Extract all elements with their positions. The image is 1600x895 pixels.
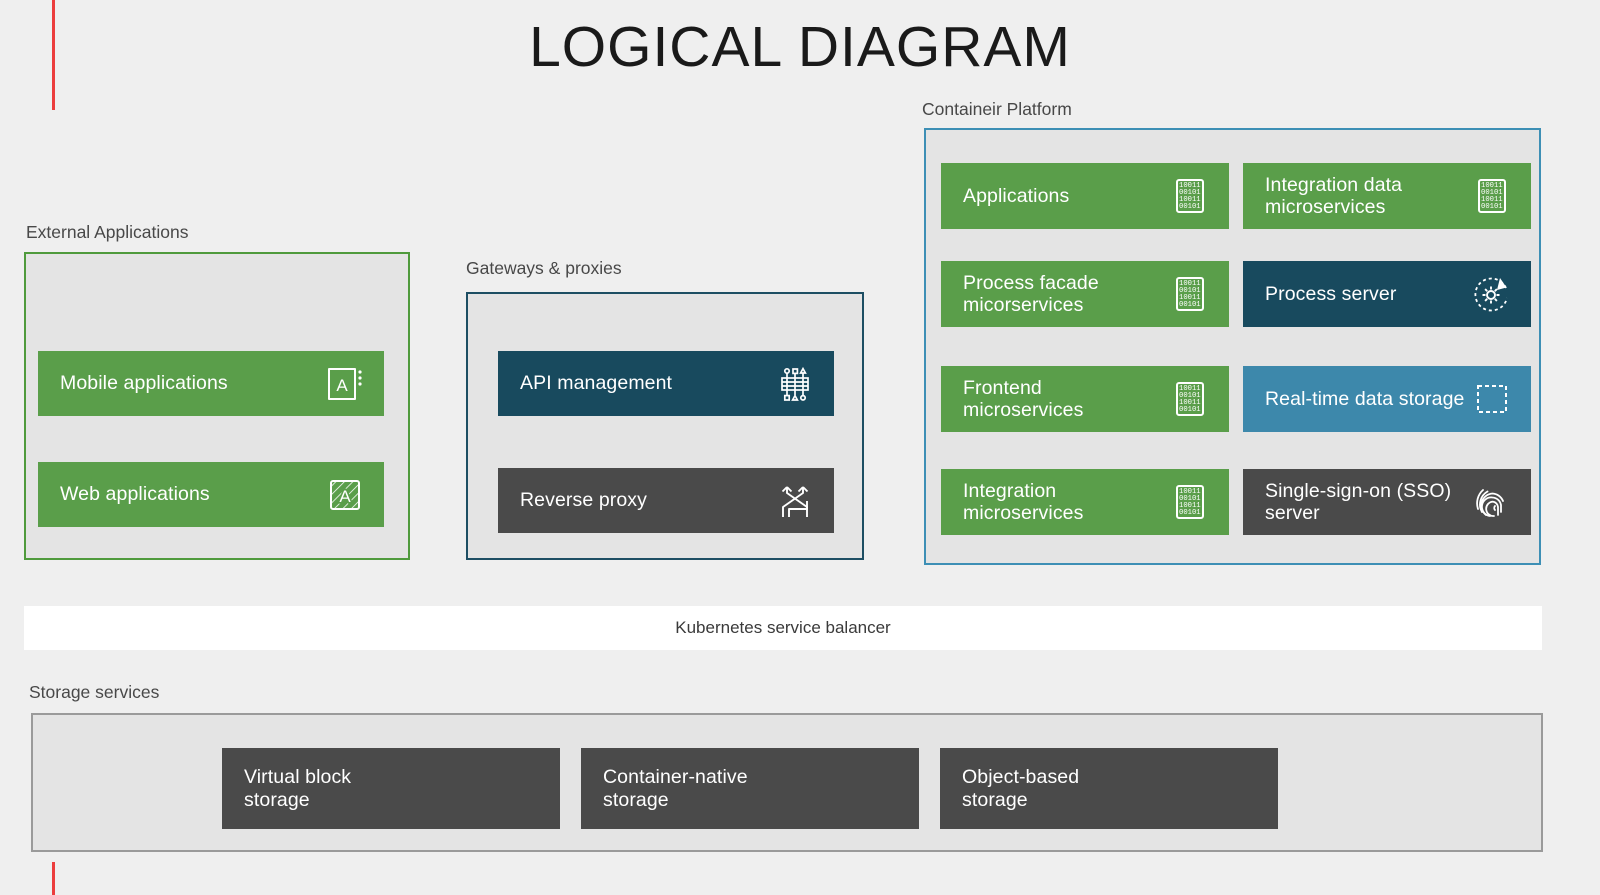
svg-text:10011: 10011 — [1179, 280, 1201, 288]
node-object-based-storage[interactable]: Object-based storage — [940, 748, 1278, 829]
svg-text:00101: 00101 — [1179, 495, 1201, 503]
svg-text:10011: 10011 — [1179, 294, 1201, 302]
node-virtual-block-storage[interactable]: Virtual block storage — [222, 748, 560, 829]
svg-text:A: A — [336, 376, 348, 395]
node-label: Process server — [1265, 282, 1397, 305]
svg-text:00101: 00101 — [1179, 203, 1201, 211]
svg-text:10011: 10011 — [1179, 196, 1201, 204]
node-process-facade-microservices[interactable]: Process facade micorservices 10011 00101… — [941, 261, 1229, 327]
node-label: Integration data microservices — [1265, 173, 1403, 218]
node-label: Web applications — [60, 483, 210, 506]
binary-card-icon: 10011 00101 10011 00101 — [1167, 173, 1213, 219]
binary-card-icon: 10011 00101 10011 00101 — [1167, 376, 1213, 422]
node-label: Mobile applications — [60, 372, 228, 395]
node-label: Process facade micorservices — [963, 271, 1099, 316]
svg-text:10011: 10011 — [1179, 182, 1201, 190]
node-label: Frontend microservices — [963, 376, 1084, 421]
node-applications[interactable]: Applications 10011 00101 10011 00101 — [941, 163, 1229, 229]
binary-card-icon: 10011 00101 10011 00101 — [1469, 173, 1515, 219]
node-label: Container-native storage — [603, 766, 748, 811]
svg-text:10011: 10011 — [1179, 502, 1201, 510]
api-routing-icon — [772, 361, 818, 407]
crossing-arrows-icon — [772, 478, 818, 524]
node-real-time-data-storage[interactable]: Real-time data storage — [1243, 366, 1531, 432]
kubernetes-service-balancer-bar[interactable]: Kubernetes service balancer — [24, 606, 1542, 650]
dashed-square-icon — [1469, 376, 1515, 422]
svg-text:00101: 00101 — [1179, 287, 1201, 295]
node-mobile-applications[interactable]: Mobile applications A — [38, 351, 384, 416]
group-label-gateways-proxies: Gateways & proxies — [466, 258, 622, 278]
node-label: Applications — [963, 184, 1070, 207]
kubernetes-service-balancer-label: Kubernetes service balancer — [675, 618, 891, 637]
svg-text:00101: 00101 — [1481, 189, 1503, 197]
gear-refresh-icon — [1469, 271, 1515, 317]
binary-card-icon: 10011 00101 10011 00101 — [1167, 479, 1213, 525]
app-window-hatched-icon: A — [322, 472, 368, 518]
svg-text:A: A — [339, 487, 351, 506]
svg-text:10011: 10011 — [1481, 182, 1503, 190]
node-label: Reverse proxy — [520, 489, 648, 512]
node-label: Single-sign-on (SSO) server — [1265, 479, 1452, 524]
svg-text:00101: 00101 — [1179, 392, 1201, 400]
node-web-applications[interactable]: Web applications A — [38, 462, 384, 527]
node-frontend-microservices[interactable]: Frontend microservices 10011 00101 10011… — [941, 366, 1229, 432]
node-sso-server[interactable]: Single-sign-on (SSO) server — [1243, 469, 1531, 535]
node-process-server[interactable]: Process server — [1243, 261, 1531, 327]
node-container-native-storage[interactable]: Container-native storage — [581, 748, 919, 829]
node-api-management[interactable]: API management — [498, 351, 834, 416]
svg-text:10011: 10011 — [1179, 488, 1201, 496]
svg-text:10011: 10011 — [1179, 399, 1201, 407]
page-title: LOGICAL DIAGRAM — [529, 15, 1071, 79]
binary-card-icon: 10011 00101 10011 00101 — [1167, 271, 1213, 317]
group-label-container-platform: Containeir Platform — [922, 99, 1072, 119]
app-window-dotted-icon: A — [322, 361, 368, 407]
svg-text:00101: 00101 — [1179, 406, 1201, 414]
svg-text:00101: 00101 — [1179, 189, 1201, 197]
node-label: Virtual block storage — [244, 766, 352, 811]
node-integration-microservices[interactable]: Integration microservices 10011 00101 10… — [941, 469, 1229, 535]
svg-text:00101: 00101 — [1481, 203, 1503, 211]
node-integration-data-microservices[interactable]: Integration data microservices 10011 001… — [1243, 163, 1531, 229]
node-label: Real-time data storage — [1265, 387, 1465, 410]
accent-rule-top — [52, 0, 55, 110]
svg-text:00101: 00101 — [1179, 509, 1201, 517]
svg-text:10011: 10011 — [1481, 196, 1503, 204]
svg-text:00101: 00101 — [1179, 301, 1201, 309]
svg-text:10011: 10011 — [1179, 385, 1201, 393]
fingerprint-icon — [1469, 479, 1515, 525]
node-label: API management — [520, 372, 673, 395]
group-label-storage-services: Storage services — [29, 682, 160, 702]
node-reverse-proxy[interactable]: Reverse proxy — [498, 468, 834, 533]
node-label: Integration microservices — [963, 479, 1084, 524]
accent-rule-bottom — [52, 862, 55, 895]
group-label-external-applications: External Applications — [26, 222, 189, 242]
node-label: Object-based storage — [962, 766, 1080, 811]
